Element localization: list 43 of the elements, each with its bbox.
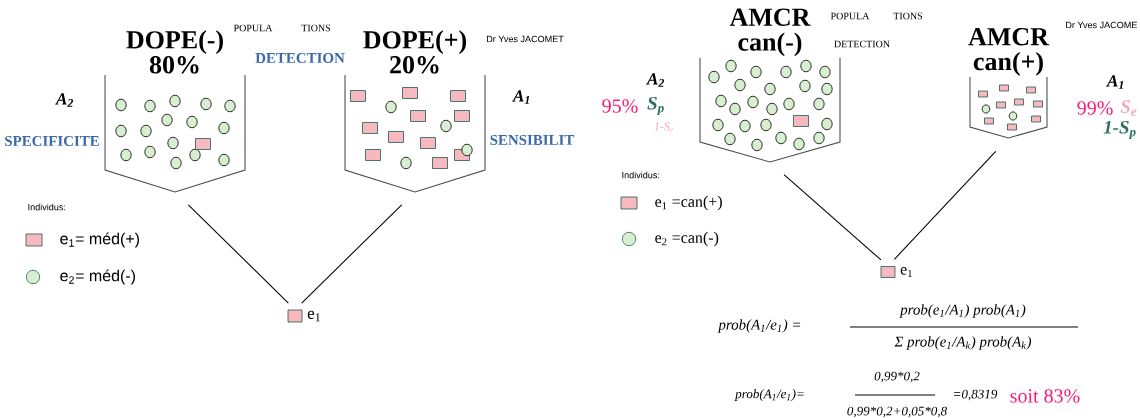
author-text: Dr Yves JACOME [1066,21,1137,29]
legend-title: Individus: [622,171,660,179]
class-label: A$_{2}$ [646,73,665,87]
bucket-heading: AMCR can(+) [968,27,1050,76]
formula-text: prob(A$_{1}$/e$_{1}$) = [717,319,801,333]
heading-text: DETECTION [255,53,345,63]
formula-text: prob(A$_{1}$/e$_{1}$)= [734,389,804,401]
legend-title: Individus: [28,203,66,211]
class-label: A$_{2}$ [55,93,74,107]
connector-line [893,150,997,260]
formula-text: 0,99*0,2+0,05*0,8 [847,406,947,418]
rate-label: 1-S$_{p}$ [1103,120,1136,140]
heading-text: TIONS [301,24,331,32]
rate-label: S$_{p}$ [647,96,664,116]
formula-text: prob(e$_{1}$/A$_{1}$) prob(A$_{1}$) [899,304,1026,318]
percentage-label: 95% [602,99,638,113]
heading-text: POPULA [233,24,273,32]
rate-label: 1-S$_{e}$ [654,122,674,132]
heading-text: POPULA [830,12,870,20]
legend-text: e$_{1}$ =can(+) [655,195,722,211]
connector-line [301,204,403,304]
node-label: e$_{1}$ [900,267,912,277]
formula-text: =0,8319 [954,389,998,401]
bucket-heading: DOPE(-) 80% [126,30,223,74]
e-item: e$_{1}$ [880,266,912,278]
class-label: A$_{1}$ [512,90,530,104]
bucket-heading: AMCR can(-) [729,8,811,57]
connector-line [187,204,289,304]
heading-text: DETECTION [834,40,890,48]
legend-text: e$_{1}$= méd(+) [60,232,139,248]
bucket-heading: DOPE(+) 20% [363,30,467,74]
node-label: e$_{1}$ [307,310,320,322]
e-item: e$_{1}$ [287,309,320,323]
percentage-label: 99% [1077,101,1113,115]
legend-text: e$_{2}$= méd(-) [60,269,135,285]
rate-label: S$_{e}$ [1120,100,1137,116]
connector-line [783,174,882,261]
class-label: A$_{1}$ [1106,75,1124,89]
legend-text: e$_{2}$ =can(-) [655,231,719,247]
heading-text: TIONS [893,12,923,20]
formula-text: Σ prob(e$_{1}$/A$_{k}$) prob(A$_{k}$) [894,336,1032,350]
formula-text: 0,99*0,2 [874,371,920,383]
result-text: soit 83% [1010,389,1080,403]
